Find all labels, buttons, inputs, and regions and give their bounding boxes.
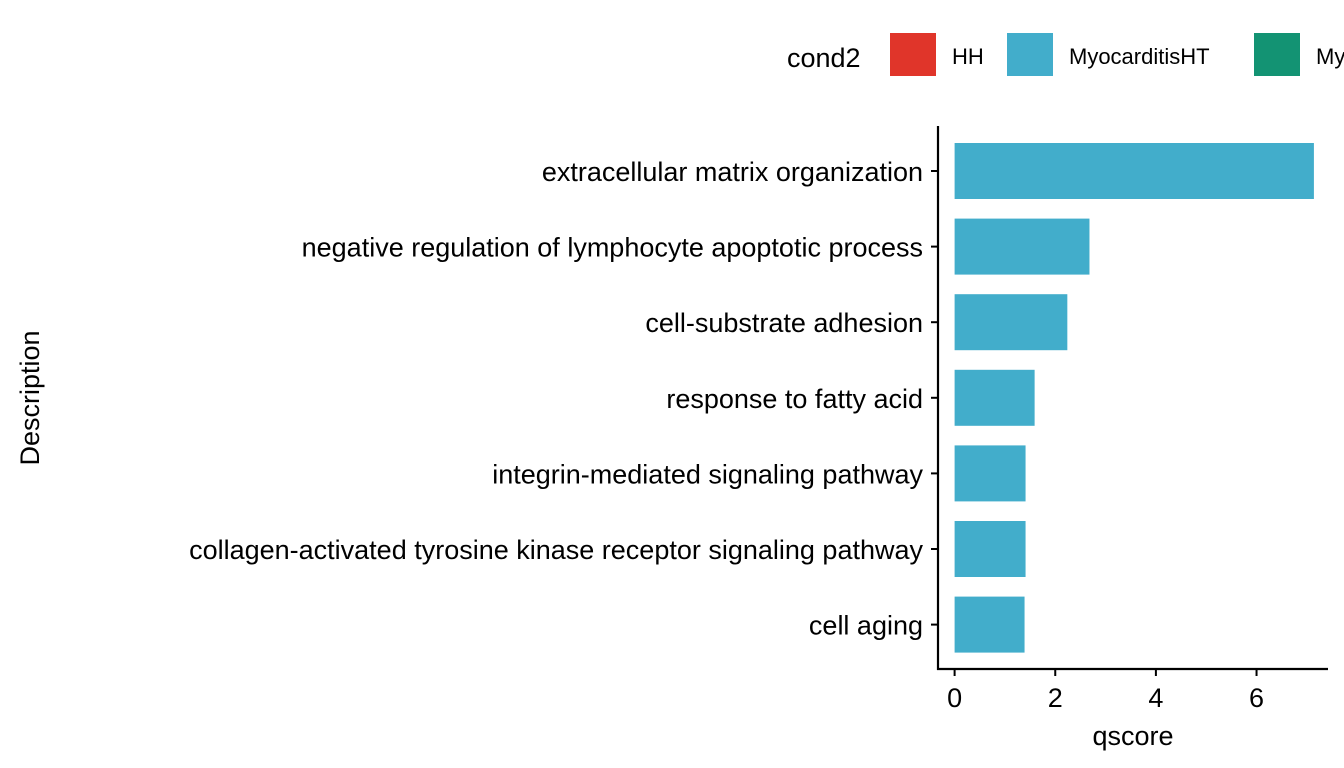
- x-axis: 0 2 4 6: [937, 667, 1328, 713]
- x-tick-label: 0: [947, 683, 962, 713]
- bar-extracellular-matrix-organization: [954, 143, 1314, 199]
- bar-cell-aging: [954, 596, 1025, 653]
- legend-label-hh: HH: [952, 44, 984, 69]
- y-tick-label: collagen-activated tyrosine kinase recep…: [189, 535, 923, 565]
- legend-label-myocarditisht: MyocarditisHT: [1069, 44, 1210, 69]
- y-axis: extracellular matrix organization negativ…: [189, 126, 940, 670]
- legend-key-myocarditisht: [1007, 33, 1053, 76]
- y-tick-label: cell aging: [809, 611, 923, 641]
- bar-cell-substrate-adhesion: [954, 294, 1068, 351]
- y-tick-label: integrin-mediated signaling pathway: [492, 459, 923, 489]
- bar-negative-regulation-of-lymphocyte-apoptotic-process: [954, 218, 1090, 275]
- x-tick-label: 4: [1148, 683, 1163, 713]
- bar-collagen-activated-tyrosine-kinase-receptor-signaling-pathway: [954, 521, 1026, 577]
- legend: cond2 HH MyocarditisHT My: [787, 33, 1344, 76]
- legend-key-hh: [890, 33, 936, 76]
- x-axis-title: qscore: [1092, 721, 1173, 751]
- bar-response-to-fatty-acid: [954, 369, 1035, 426]
- y-tick-label: negative regulation of lymphocyte apopto…: [302, 233, 923, 263]
- y-tick-label: cell-substrate adhesion: [645, 308, 923, 338]
- x-tick-label: 6: [1249, 683, 1264, 713]
- y-tick-label: response to fatty acid: [666, 384, 923, 414]
- legend-label-my: My: [1316, 44, 1344, 69]
- legend-title: cond2: [787, 43, 861, 73]
- y-tick-label: extracellular matrix organization: [542, 157, 923, 187]
- legend-key-my: [1254, 33, 1300, 76]
- y-axis-title: Description: [15, 330, 45, 465]
- x-tick-label: 2: [1048, 683, 1063, 713]
- bars: [954, 143, 1314, 653]
- bar-integrin-mediated-signaling-pathway: [954, 445, 1026, 502]
